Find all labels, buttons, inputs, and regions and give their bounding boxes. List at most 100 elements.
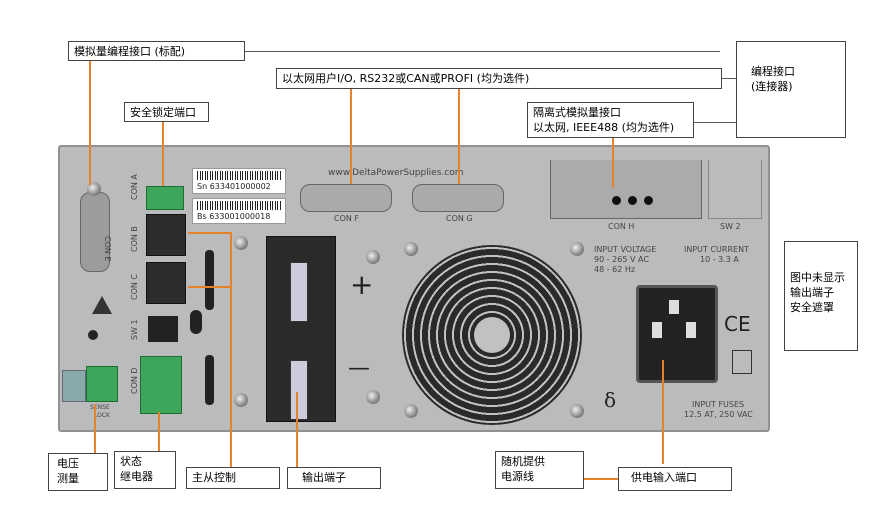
bs-text: Bs 633001000018 [193, 212, 285, 221]
screw-icon [404, 404, 418, 418]
callout-power-input: 供电输入端口 [618, 467, 732, 491]
con-h-connector [550, 160, 702, 219]
con-g-connector [412, 184, 504, 212]
pointer-line [584, 478, 618, 480]
input-current-1: INPUT CURRENT [684, 245, 749, 254]
url-label: www.DeltaPowerSupplies.com [328, 168, 464, 178]
power-inlet-pin [652, 322, 662, 338]
callout-text: 电压 [57, 456, 102, 471]
pointer-line [230, 232, 232, 468]
callout-text: 电源线 [501, 469, 578, 484]
fan-hub [474, 317, 510, 353]
con-h-pin [612, 196, 621, 205]
callout-text: 编程接口 [751, 64, 840, 79]
sw1-switch [148, 316, 178, 342]
pointer-line [722, 78, 736, 79]
callout-voltage-sense: 电压 测量 [48, 453, 108, 491]
callout-text: 继电器 [120, 469, 170, 484]
barcode-sn: Sn 633401000002 [192, 168, 286, 194]
callout-programming-interface: 编程接口 (连接器) [736, 41, 846, 138]
hole-icon [88, 330, 98, 340]
ce-mark: CE [724, 312, 751, 336]
callout-text: (连接器) [751, 79, 840, 94]
power-inlet-pin [686, 322, 696, 338]
vent-slot [205, 250, 214, 310]
callout-text: 输出端子 [302, 470, 375, 485]
callout-not-shown: 图中未显示 输出端子 安全遮罩 [784, 241, 858, 351]
con-f-label: CON F [334, 214, 359, 223]
callout-text: 主从控制 [192, 470, 274, 485]
pointer-line [245, 51, 720, 52]
barcode-bs: Bs 633001000018 [192, 198, 286, 224]
con-f-connector [300, 184, 392, 212]
callout-power-cord: 随机提供 电源线 [495, 451, 584, 489]
vent-slot [190, 310, 202, 334]
con-b-port [146, 214, 186, 256]
con-h-label: CON H [608, 222, 634, 231]
callout-output-terminal: 输出端子 [287, 467, 381, 489]
callout-text: 随机提供 [501, 454, 578, 469]
sense-terminal-left [62, 370, 86, 402]
callout-text: 隔离式模拟量接口 [533, 105, 688, 120]
callout-text: 测量 [57, 471, 102, 486]
pointer-line [612, 136, 614, 188]
callout-analog-programming: 模拟量编程接口 (标配) [68, 41, 245, 61]
pointer-line [694, 122, 736, 123]
pointer-line [458, 88, 460, 184]
callout-text: 安全锁定端口 [130, 105, 203, 120]
screw-icon [570, 404, 584, 418]
input-voltage-3: 48 - 62 Hz [594, 265, 635, 274]
minus-sign: — [348, 356, 370, 381]
lock-label: LOCK [94, 412, 110, 419]
plus-sign: + [350, 268, 373, 301]
output-bar [290, 360, 308, 420]
sense-label: SENSE [90, 404, 110, 411]
pointer-line [158, 412, 160, 452]
con-g-label: CON G [446, 214, 473, 223]
callout-ethernet-io: 以太网用户I/O, RS232或CAN或PROFI (均为选件) [276, 68, 722, 89]
output-bar [290, 262, 308, 322]
con-e-label: CON E [103, 236, 112, 261]
input-voltage-1: INPUT VOLTAGE [594, 245, 656, 254]
pointer-line [162, 120, 164, 186]
input-fuses-2: 12.5 AT, 250 VAC [684, 410, 753, 419]
con-d-terminal [140, 356, 182, 414]
sw2-label: SW 2 [720, 222, 741, 231]
con-h-pin [628, 196, 637, 205]
screw-icon [570, 242, 584, 256]
sn-text: Sn 633401000002 [193, 182, 285, 191]
callout-text: 供电输入端口 [631, 470, 726, 485]
delta-logo: δ [604, 388, 616, 412]
callout-text: 模拟量编程接口 (标配) [74, 44, 239, 59]
pointer-line [296, 392, 298, 468]
callout-isolated-analog: 隔离式模拟量接口 以太网, IEEE488 (均为选件) [527, 102, 694, 138]
con-b-label: CON B [130, 226, 139, 252]
sense-terminal [86, 366, 118, 402]
con-a-label: CON A [130, 174, 139, 200]
sw1-label: SW 1 [130, 319, 139, 340]
input-current-2: 10 - 3.3 A [700, 255, 739, 264]
callout-master-slave: 主从控制 [186, 467, 280, 489]
con-d-label: CON D [130, 367, 139, 394]
input-voltage-2: 90 - 265 V AC [594, 255, 649, 264]
con-h-pin [644, 196, 653, 205]
callout-text: 图中未显示 [790, 270, 852, 285]
pointer-line [188, 232, 232, 234]
power-inlet-pin [669, 300, 679, 314]
callout-text: 输出端子 [790, 285, 852, 300]
pointer-line [662, 360, 664, 464]
screw-icon [366, 390, 380, 404]
callout-text: 状态 [120, 454, 170, 469]
vent-slot [205, 355, 214, 405]
callout-text: 以太网, IEEE488 (均为选件) [533, 120, 688, 135]
callout-text: 以太网用户I/O, RS232或CAN或PROFI (均为选件) [282, 71, 716, 86]
pointer-line [94, 404, 96, 454]
callout-text: 安全遮罩 [790, 300, 852, 315]
screw-icon [234, 393, 248, 407]
sw2-box [708, 160, 762, 219]
pointer-line [89, 60, 91, 185]
weee-icon [732, 350, 752, 374]
warning-icon [92, 296, 112, 314]
screw-icon [404, 242, 418, 256]
screw-icon [366, 250, 380, 264]
